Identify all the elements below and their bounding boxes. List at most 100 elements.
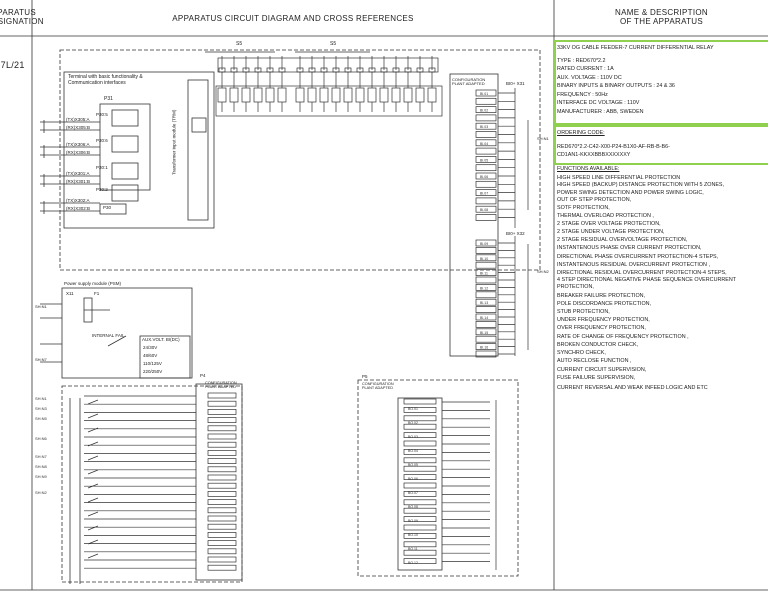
ct-coil <box>403 87 413 103</box>
bi-cell <box>475 180 497 188</box>
switch-contact <box>87 511 99 517</box>
config-label-p3: CONFIGURATION PLANT ADAPTED <box>452 77 485 87</box>
bi-cell <box>475 298 497 306</box>
ct-coil <box>307 87 317 103</box>
bo-cell <box>207 441 237 448</box>
title-highlight <box>554 40 768 125</box>
spec-line: INTERFACE DC VOLTAGE : 110V <box>557 100 640 106</box>
bi-cell <box>475 276 497 284</box>
tx-305a: (TX)X305:A <box>66 117 90 122</box>
function-item: FUSE FAILURE SUPERVISION, <box>557 375 636 381</box>
function-item: BREAKER FAILURE PROTECTION, <box>557 293 646 299</box>
tx-306b: (RX)X306:B <box>66 150 91 155</box>
function-item: HIGH SPEED LINE DIFFERENTIAL PROTECTION <box>557 175 681 181</box>
function-item: 4 STEP DIRECTIONAL NEGATIVE PHASE SEQUEN… <box>557 277 737 283</box>
bo-label: BO.04 <box>408 449 418 453</box>
config-label-p5: CONFIGURATION PLANT ADAPTED <box>362 382 394 390</box>
tx-302b: (RX)X302:B <box>66 206 91 211</box>
bi-label: BI.04 <box>480 142 488 146</box>
bo-label: BO.07 <box>408 491 418 495</box>
function-item: CURRENT REVERSAL AND WEAK INFEED LOGIC A… <box>557 385 708 391</box>
bi-cell <box>475 114 497 122</box>
function-item: PROTECTION, <box>557 284 594 290</box>
bo-cell <box>207 523 237 530</box>
bi-cell <box>475 131 497 138</box>
relay-title: 33KV OG CABLE FEEDER-7 CURRENT DIFFERENT… <box>557 45 714 51</box>
bo-label: BO.10 <box>408 533 418 537</box>
spec-line: MANUFACTURER : ABB, SWEDEN <box>557 109 644 115</box>
bo-cell <box>207 409 237 415</box>
function-item: STUB PROTECTION, <box>557 309 610 315</box>
tx-301b: (RX)X301:B <box>66 179 91 184</box>
ct-coil <box>355 87 365 103</box>
p30-2-label: P30:2 <box>96 187 108 192</box>
p30-label: P30 <box>103 205 112 210</box>
bi-cell <box>475 269 497 276</box>
sh-label: SH:N6 <box>35 436 48 441</box>
bi-label: BI.06 <box>480 175 488 179</box>
bo-cell <box>403 457 437 464</box>
function-item: CURRENT CIRCUIT SUPERVISION, <box>557 367 647 373</box>
sh-label: SH:N1 <box>35 396 48 401</box>
sh-n1-left: SH:N1 <box>35 304 47 309</box>
ct-coil <box>229 87 239 103</box>
bo-cell <box>207 482 237 489</box>
sh-label: SH:N2 <box>35 490 48 495</box>
bi-label: BI.14 <box>480 316 488 320</box>
functions-title: FUNCTIONS AVAILABLE: <box>557 166 620 172</box>
function-item: THERMAL OVERLOAD PROTECTION , <box>557 213 654 219</box>
function-item: OUT OF STEP PROTECTION, <box>557 197 632 203</box>
ordering-line-1: RED670*2.2-C42-X00-P24-B1X0-AF-RB-B-B6- <box>557 144 670 150</box>
bo-cell <box>403 533 437 539</box>
bi-cell <box>475 106 497 113</box>
bi-cell <box>475 350 497 358</box>
bo-label: BO.08 <box>408 505 418 509</box>
bo-cell <box>403 507 437 514</box>
designation-header-line1: APPARATUS <box>0 8 36 17</box>
aux-title: AUX.VOLT. BI(DC) <box>142 337 180 342</box>
switch-contact <box>87 413 99 419</box>
sh-label: SH:N5 <box>35 416 48 421</box>
bo-cell <box>207 540 237 546</box>
tx-306a: (TX)X306:A <box>66 142 90 147</box>
ordering-line-2: CD1AN1-KKXXBBBXXXXXXY <box>557 152 631 158</box>
trm-label: Transformer input module (TRM) <box>171 109 177 175</box>
ct-coil <box>367 87 377 103</box>
function-item: DIRECTIONAL PHASE OVERCURRENT PROTECTION… <box>557 254 719 260</box>
tx-301a: (TX)X301:A <box>66 171 90 176</box>
ct-coil <box>379 87 389 103</box>
p4-label: P4 <box>200 373 206 378</box>
bo-cell <box>207 417 237 423</box>
p31-label: P31 <box>104 96 113 102</box>
bo-cell <box>403 524 437 531</box>
ct-coil <box>253 87 263 103</box>
switch-contact <box>87 399 99 405</box>
switch-contact <box>87 427 99 433</box>
function-item: POLE DISCORDANCE PROTECTION, <box>557 301 652 307</box>
bo-cell <box>403 465 437 472</box>
sh-n2-right: SH:N2 <box>537 269 549 274</box>
bo-cell <box>403 423 437 430</box>
bi-cell <box>475 164 497 172</box>
function-item: INSTANTENOUS PHASE OVER CURRENT PROTECTI… <box>557 245 702 251</box>
bi-label: BI.12 <box>480 286 488 290</box>
switch-contact <box>87 483 99 489</box>
function-item: AUTO RECLOSE FUNCTION , <box>557 358 632 364</box>
bi-label: BI.15 <box>480 331 488 335</box>
sh-label: SH:N8 <box>35 464 48 469</box>
aux-value-2: 48/60V <box>143 353 158 358</box>
bo-cell <box>207 466 237 473</box>
ct-coil <box>277 87 287 103</box>
bi-cell <box>475 122 497 130</box>
bi-label: BI.03 <box>480 125 488 129</box>
bo-cell <box>207 450 237 456</box>
ct-coil <box>343 87 353 103</box>
bo-cell <box>403 407 437 413</box>
terminal-box-title-line1: Terminal with basic functionality & <box>68 74 143 80</box>
aux-value-3: 110/125V <box>143 361 162 366</box>
ct-coil <box>331 87 341 103</box>
bi-cell <box>475 205 497 213</box>
bi-label: BI.10 <box>480 257 488 261</box>
function-item: 2 STAGE RESIDUAL OVERVOLTAGE PROTECTION, <box>557 237 688 243</box>
